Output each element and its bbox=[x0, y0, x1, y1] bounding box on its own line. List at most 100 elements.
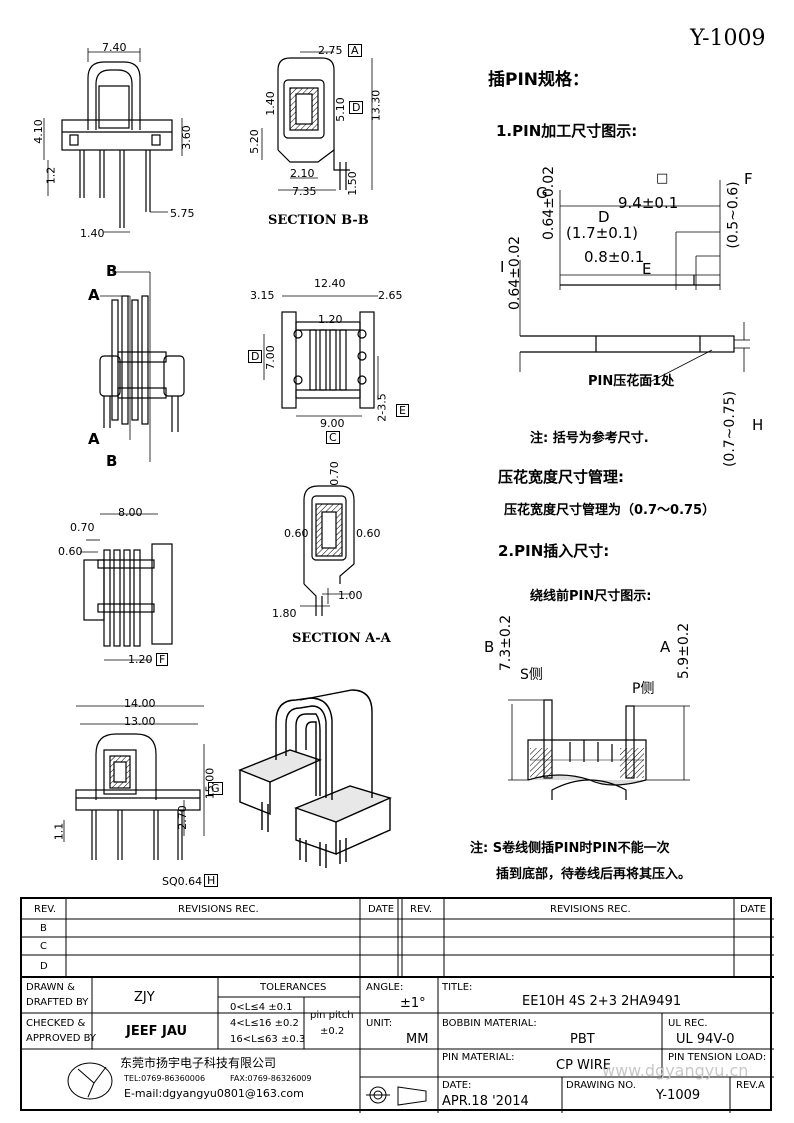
bb-dim-w3: 7.35 bbox=[292, 185, 317, 198]
spec-marker: □ bbox=[656, 171, 669, 186]
bl-dim-w2: 13.00 bbox=[124, 715, 156, 728]
dim-pin-width: 1.40 bbox=[80, 227, 105, 240]
spec-b-label: B bbox=[484, 638, 495, 656]
rev-label: REV.A bbox=[736, 1080, 765, 1091]
spec-i-val: 0.64±0.02 bbox=[507, 235, 524, 311]
bl-marker-h: H bbox=[204, 874, 219, 887]
date-header-2: DATE bbox=[740, 904, 767, 915]
spec-e-len: 0.8±0.1 bbox=[584, 248, 645, 266]
date-val: APR.18 '2014 bbox=[442, 1094, 529, 1109]
tm-dim-base: 9.00 bbox=[320, 417, 345, 430]
bl-dim-w1: 14.00 bbox=[124, 697, 156, 710]
date-header: DATE bbox=[368, 904, 395, 915]
spec-press-text: 压花宽度尺寸管理为（0.7～0.75） bbox=[504, 503, 716, 518]
bb-marker-d: D bbox=[349, 101, 364, 114]
rev-header-2: REV. bbox=[410, 904, 432, 915]
sl-dim-a: 0.70 bbox=[70, 521, 95, 534]
sl-dim-w: 8.00 bbox=[118, 506, 143, 519]
spec-h-val: (0.7~0.75) bbox=[722, 390, 739, 468]
isometric-view bbox=[238, 689, 393, 868]
bb-dim-w1: 2.75 bbox=[318, 44, 343, 57]
ul-label: UL REC. bbox=[668, 1018, 708, 1029]
tm-dim-total: 12.40 bbox=[314, 277, 346, 290]
title-val: EE10H 4S 2+3 2HA9491 bbox=[522, 994, 682, 1009]
tm-dim-pins: 2-3.5 bbox=[375, 393, 389, 422]
drawn-label-2: DRAFTED BY bbox=[26, 997, 89, 1008]
side-left-view bbox=[80, 513, 173, 661]
aa-dim-pin1: 1.00 bbox=[338, 589, 363, 602]
angle-label: ANGLE: bbox=[366, 982, 404, 993]
section-bb-title: SECTION B-B bbox=[268, 213, 369, 228]
spec-note2-line1: 注: S卷线侧插PIN时PIN不能一次 bbox=[470, 841, 670, 856]
tm-dim-right: 2.65 bbox=[378, 289, 403, 302]
bb-dim-d1: 1.40 bbox=[263, 91, 277, 116]
label-a-top: A bbox=[88, 286, 100, 304]
company-fax: FAX:0769-86326009 bbox=[230, 1074, 312, 1083]
label-a-bottom: A bbox=[88, 430, 100, 448]
drawing-no-val: Y-1009 bbox=[656, 1088, 701, 1103]
dim-width: 7.40 bbox=[102, 41, 127, 54]
title-block-grid bbox=[22, 899, 774, 1113]
aa-dim-top: 0.70 bbox=[327, 461, 341, 486]
title-label: TITLE: bbox=[442, 982, 473, 993]
rev-row-b: B bbox=[40, 923, 47, 934]
spec-g-label: G bbox=[536, 184, 548, 202]
dim-pitch: 1.2 bbox=[44, 166, 58, 185]
bl-dim-h3: 1.1 bbox=[52, 822, 66, 841]
rev-header: REV. bbox=[34, 904, 56, 915]
spec-sub: 绕线前PIN尺寸图示: bbox=[530, 589, 652, 604]
tm-marker-d: D bbox=[248, 350, 263, 363]
unit-label: UNIT: bbox=[366, 1018, 393, 1029]
drawing-no-label: DRAWING NO. bbox=[566, 1080, 636, 1091]
bb-dim-gap: 1.50 bbox=[345, 171, 359, 196]
aa-dim-left: 0.60 bbox=[284, 527, 309, 540]
dim-height-right: 3.60 bbox=[179, 125, 193, 150]
bobbin-label: BOBBIN MATERIAL: bbox=[442, 1018, 537, 1029]
title-block: REV. REVISIONS REC. DATE REV. REVISIONS … bbox=[20, 897, 774, 1113]
revisions-header-2: REVISIONS REC. bbox=[550, 904, 631, 915]
bl-dim-pin: SQ0.64 bbox=[162, 875, 203, 888]
tension-label: PIN TENSION LOAD: bbox=[668, 1052, 767, 1063]
company-tel: TEL:0769-86360006 bbox=[124, 1074, 206, 1083]
tol-header: TOLERANCES bbox=[260, 982, 327, 993]
revisions-header: REVISIONS REC. bbox=[178, 904, 259, 915]
bb-dim-d2: 5.10 bbox=[333, 97, 347, 122]
label-b-top: B bbox=[106, 262, 118, 280]
tm-dim-pitch: 1.20 bbox=[318, 313, 343, 326]
bobbin-val: PBT bbox=[570, 1032, 595, 1047]
spec-total: 9.4±0.1 bbox=[618, 194, 679, 212]
spec-note1: 注: 括号为参考尺寸. bbox=[530, 431, 649, 446]
pin-material-val: CP WIRE bbox=[556, 1058, 611, 1073]
bottom-left-view bbox=[63, 705, 205, 860]
top-left-view bbox=[43, 48, 183, 233]
spec-heading: 插PIN规格： bbox=[488, 70, 590, 90]
drawing-number-header: Y-1009 bbox=[690, 26, 766, 51]
dim-pin-length: 5.75 bbox=[170, 207, 195, 220]
pin-pitch-label: pin pitch bbox=[310, 1010, 354, 1021]
section-bb-view bbox=[261, 51, 373, 191]
sl-dim-c: 1.20 bbox=[128, 653, 153, 666]
spec-f-val: (0.5~0.6) bbox=[725, 181, 742, 249]
spec-a-val: 5.9±0.2 bbox=[676, 622, 693, 680]
dim-height-left: 4.10 bbox=[31, 119, 45, 144]
spec-ref: (1.7±0.1) bbox=[566, 224, 638, 242]
spec-d-label: D bbox=[598, 208, 610, 226]
aa-dim-right: 0.60 bbox=[356, 527, 381, 540]
tm-dim-left: 3.15 bbox=[250, 289, 275, 302]
pin-insertion-diagram bbox=[508, 699, 690, 800]
checked-label-2: APPROVED BY bbox=[26, 1033, 97, 1044]
front-view bbox=[99, 271, 185, 462]
spec-p-side: P侧 bbox=[632, 681, 655, 697]
spec-g-val: 0.64±0.02 bbox=[541, 165, 558, 241]
watermark: www.dgyangyu.cn bbox=[602, 1061, 749, 1080]
spec-section1: 1.PIN加工尺寸图示: bbox=[496, 122, 638, 140]
spec-h-label: H bbox=[752, 416, 764, 434]
checked-label-1: CHECKED & bbox=[26, 1018, 86, 1029]
sl-dim-b: 0.60 bbox=[58, 545, 83, 558]
tol-row-2: 4<L≤16 ±0.2 bbox=[230, 1018, 299, 1029]
bb-dim-w2: 2.10 bbox=[290, 167, 315, 180]
tol-row-1: 0<L≤4 ±0.1 bbox=[230, 1002, 293, 1013]
spec-section3: 2.PIN插入尺寸: bbox=[498, 542, 610, 560]
spec-a-label: A bbox=[660, 638, 671, 656]
